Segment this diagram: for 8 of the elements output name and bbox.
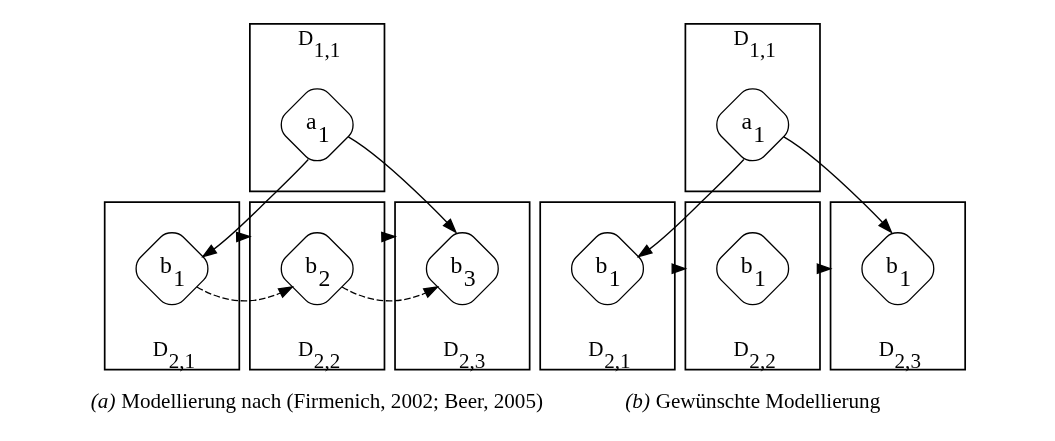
label: (b) Gewünschte Modellierung: [624, 388, 880, 413]
arrow: [782, 136, 893, 234]
arrow: [347, 136, 457, 234]
label: (a) Modellierung nach (Firmenich, 2002; Beer, 2005): [90, 388, 543, 413]
arrow: [195, 286, 294, 302]
arrow: [636, 158, 744, 258]
arrow: [200, 158, 309, 258]
arrow: [340, 286, 439, 302]
